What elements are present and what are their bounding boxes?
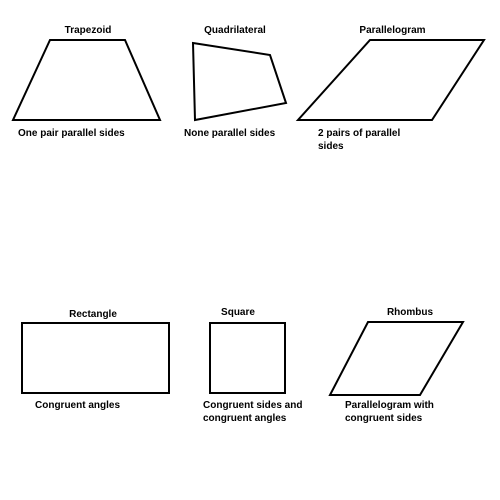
quadrilateral-shape [191, 41, 288, 122]
quadrilateral-description: None parallel sides [184, 128, 276, 139]
parallelogram-shape [295, 39, 486, 121]
rectangle-title: Rectangle [69, 309, 117, 320]
quadrilateral-title: Quadrilateral [204, 25, 266, 36]
square-description-line-2: congruent angles [203, 413, 287, 424]
square-description-line-1: Congruent sides and [203, 400, 303, 411]
rhombus-description-line-2: congruent sides [345, 413, 423, 424]
rhombus-description-line-1: Parallelogram with [345, 400, 434, 411]
trapezoid-title: Trapezoid [64, 25, 112, 36]
trapezoid-description: One pair parallel sides [18, 128, 125, 139]
parallelogram-title: Parallelogram [359, 25, 426, 36]
rectangle-shape [21, 322, 170, 394]
rhombus-title: Rhombus [386, 307, 434, 318]
square-title: Square [221, 307, 255, 318]
parallelogram-description-line-1: 2 pairs of parallel [318, 128, 401, 139]
rectangle-description: Congruent angles [35, 400, 121, 411]
rhombus-shape [328, 321, 465, 396]
trapezoid-shape [11, 39, 162, 121]
parallelogram-description-line-2: sides [318, 141, 344, 152]
square-shape [209, 322, 286, 394]
